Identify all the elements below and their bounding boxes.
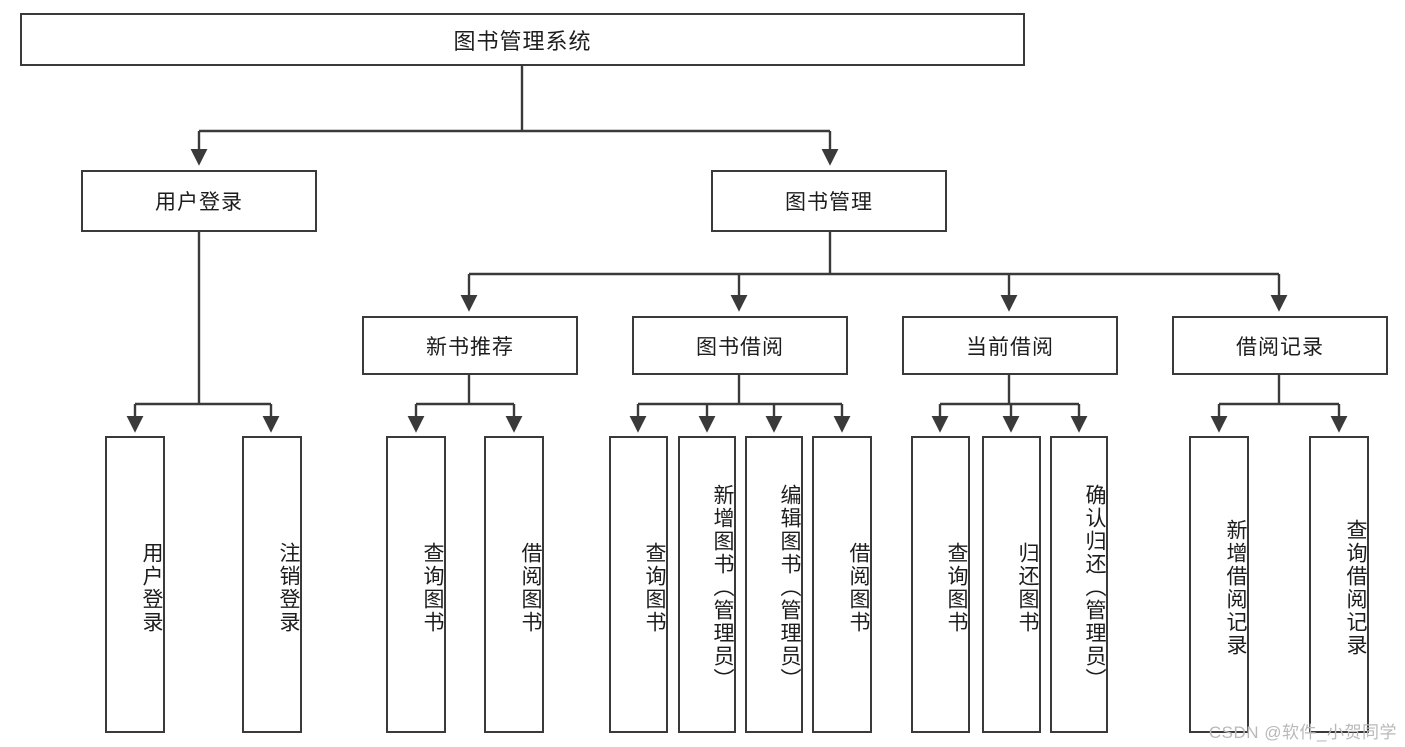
node-leaf-borrow-book-recommend-label: 借阅图书 (519, 541, 542, 634)
node-leaf-edit-book[interactable]: 编辑图书（管理员） (745, 436, 803, 733)
node-leaf-borrow-book[interactable]: 借阅图书 (812, 436, 872, 733)
node-new-book-recommend[interactable]: 新书推荐 (362, 316, 578, 375)
node-leaf-borrow-book-recommend[interactable]: 借阅图书 (484, 436, 544, 733)
node-new-book-recommend-label: 新书推荐 (426, 335, 514, 359)
node-root-label: 图书管理系统 (453, 28, 592, 54)
node-leaf-add-book[interactable]: 新增图书（管理员） (678, 436, 736, 733)
node-borrow-record[interactable]: 借阅记录 (1172, 316, 1388, 375)
node-user-login[interactable]: 用户登录 (81, 170, 317, 232)
node-leaf-return-book-label: 归还图书 (1016, 541, 1039, 634)
node-leaf-user-login[interactable]: 用户登录 (105, 436, 165, 733)
node-leaf-user-logout[interactable]: 注销登录 (242, 436, 302, 733)
node-book-management-label: 图书管理 (785, 191, 873, 214)
node-leaf-query-book-current-label: 查询图书 (945, 541, 968, 634)
node-leaf-query-book-borrow-label: 查询图书 (643, 541, 666, 634)
node-leaf-add-borrow-record-label: 新增借阅记录 (1224, 518, 1247, 657)
node-current-borrow-label: 当前借阅 (966, 335, 1054, 359)
node-book-management[interactable]: 图书管理 (711, 170, 947, 232)
node-leaf-user-logout-label: 注销登录 (277, 541, 300, 634)
node-leaf-return-book[interactable]: 归还图书 (982, 436, 1041, 733)
node-leaf-confirm-return[interactable]: 确认归还（管理员） (1050, 436, 1108, 733)
node-borrow-record-label: 借阅记录 (1236, 335, 1324, 359)
node-user-login-label: 用户登录 (155, 191, 243, 214)
node-leaf-query-borrow-record[interactable]: 查询借阅记录 (1309, 436, 1369, 733)
watermark-text: CSDN @软件_小贺同学 (1208, 723, 1397, 742)
node-current-borrow[interactable]: 当前借阅 (902, 316, 1118, 375)
node-root[interactable]: 图书管理系统 (20, 13, 1025, 66)
node-leaf-add-borrow-record[interactable]: 新增借阅记录 (1189, 436, 1249, 733)
node-leaf-borrow-book-label: 借阅图书 (847, 541, 870, 634)
node-book-borrow[interactable]: 图书借阅 (632, 316, 848, 375)
node-leaf-query-book-recommend[interactable]: 查询图书 (386, 436, 446, 733)
node-leaf-user-login-label: 用户登录 (140, 541, 163, 634)
node-book-borrow-label: 图书借阅 (696, 335, 784, 359)
node-leaf-query-book-recommend-label: 查询图书 (421, 541, 444, 634)
node-leaf-confirm-return-label: 确认归还（管理员） (1083, 484, 1106, 691)
node-leaf-query-borrow-record-label: 查询借阅记录 (1344, 518, 1367, 657)
node-leaf-query-book-current[interactable]: 查询图书 (911, 436, 970, 733)
node-leaf-query-book-borrow[interactable]: 查询图书 (609, 436, 668, 733)
node-leaf-add-book-label: 新增图书（管理员） (711, 484, 734, 691)
node-leaf-edit-book-label: 编辑图书（管理员） (778, 484, 801, 691)
